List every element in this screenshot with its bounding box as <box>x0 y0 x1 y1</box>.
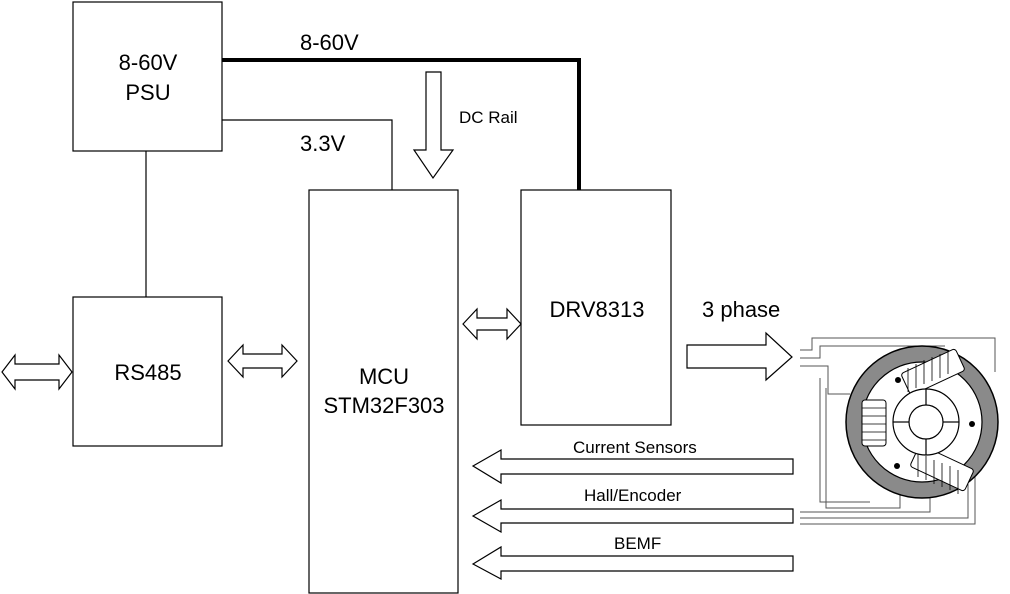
driver-block: DRV8313 <box>520 189 672 426</box>
dc-rail-label: DC Rail <box>459 108 518 127</box>
rs485-block: RS485 <box>72 296 223 447</box>
psu-title-label: PSU <box>125 80 170 105</box>
main-power-rail <box>222 58 581 190</box>
logic-rail-label: 3.3V <box>300 131 346 156</box>
bemf-arrow <box>471 545 794 581</box>
logic-power-wire <box>222 119 393 190</box>
rs485-label: RS485 <box>114 360 181 385</box>
hall-encoder-label: Hall/Encoder <box>584 486 682 505</box>
mcu-label: MCU <box>359 364 409 389</box>
main-rail-label: 8-60V <box>300 30 359 55</box>
driver-label: DRV8313 <box>550 297 645 322</box>
external-bus-arrow <box>1 353 73 391</box>
phase-output-label: 3 phase <box>702 297 780 322</box>
mcu-block: MCU STM32F303 <box>308 189 459 594</box>
current-sensors-arrow <box>471 448 794 485</box>
rs485-mcu-arrow <box>227 343 298 379</box>
mcu-part-label: STM32F303 <box>323 393 444 418</box>
psu-voltage-label: 8-60V <box>119 50 178 75</box>
dc-rail-arrow <box>412 71 455 180</box>
bemf-label: BEMF <box>614 534 661 553</box>
current-sensors-label: Current Sensors <box>573 438 697 457</box>
psu-block: 8-60V PSU <box>72 1 223 152</box>
hall-encoder-arrow <box>471 498 794 534</box>
phase-output-arrow <box>686 331 793 382</box>
bldc-motor-icon <box>800 337 999 525</box>
mcu-driver-arrow <box>462 307 522 341</box>
